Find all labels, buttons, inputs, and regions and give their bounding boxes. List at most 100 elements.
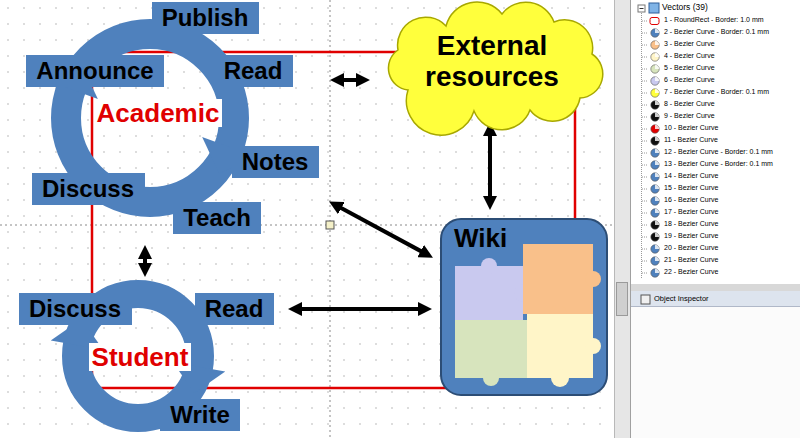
guide-handle <box>326 221 334 229</box>
panel-splitter <box>631 284 800 291</box>
tree-branch <box>642 21 648 22</box>
layer-icon-slice <box>655 125 659 129</box>
layer-icon-slice <box>655 245 659 249</box>
layer-icon <box>651 89 659 97</box>
layer-icon-slice <box>655 185 659 189</box>
process-box: Discuss <box>19 293 132 325</box>
layer-icon-slice <box>655 209 659 213</box>
layer-row: 15 - Bezier Curve <box>664 184 718 192</box>
wiki-outline <box>441 219 607 395</box>
layer-row: 16 - Bezier Curve <box>664 196 718 204</box>
layer-icon <box>651 185 659 193</box>
puzzle-body <box>523 244 593 314</box>
layer-icon-slice <box>655 41 659 45</box>
layer-row: 9 - Bezier Curve <box>664 112 715 120</box>
layer-icon-slice <box>655 221 659 225</box>
tree-branch <box>642 45 648 46</box>
tree-branch <box>642 93 648 94</box>
layer-row: 4 - Bezier Curve <box>664 52 715 60</box>
layer-icon-slice <box>655 269 659 273</box>
node-text: Discuss <box>42 175 134 203</box>
puzzle-body <box>455 266 523 320</box>
tree-branch <box>642 105 648 106</box>
tree-branch <box>642 33 648 34</box>
puzzle-piece <box>455 320 536 386</box>
tree-branch <box>642 141 648 142</box>
layer-icon-slice <box>655 89 659 93</box>
process-box: Teach <box>173 202 261 234</box>
double-arrow <box>296 307 424 311</box>
tree-branch <box>642 117 648 118</box>
tree-branch <box>642 129 648 130</box>
grid <box>0 0 614 438</box>
layer-icon <box>651 221 659 229</box>
layer-row: 8 - Bezier Curve <box>664 100 715 108</box>
layer-icon-slice <box>655 137 659 141</box>
layer-row: 1 - RoundRect - Border: 1.0 mm <box>664 16 764 24</box>
tree-branch <box>642 237 648 238</box>
layer-row: 21 - Bezier Curve <box>664 256 718 264</box>
cycle-group: AcademicPublishAnnounceReadNotesDiscussT… <box>30 0 322 237</box>
tree-branch <box>642 213 648 214</box>
tree-branch <box>642 261 648 262</box>
wiki-box: Wiki <box>440 218 608 396</box>
layer-icon-slice <box>655 149 659 153</box>
layer-icon <box>651 41 659 49</box>
layer-icon-slice <box>655 29 659 33</box>
cloud-outline <box>388 2 602 135</box>
tree-toggle <box>638 5 645 12</box>
tree-branch <box>642 57 648 58</box>
layer-icon <box>651 65 659 73</box>
node-text: Notes <box>242 148 309 176</box>
node-text: Write <box>170 401 230 429</box>
process-box: Read <box>195 293 274 325</box>
process-box: Read <box>214 55 293 87</box>
puzzle-knob <box>481 258 497 274</box>
layer-icon-slice <box>655 101 659 105</box>
panel-title: Vectors (39) <box>662 2 708 12</box>
layer-row: 10 - Bezier Curve <box>664 124 718 132</box>
process-box: Announce <box>26 55 164 87</box>
layer-icon-slice <box>655 53 659 57</box>
panel-title: Object Inspector <box>654 294 709 303</box>
inspector-icon <box>641 295 650 304</box>
tree-toggle-mark <box>640 8 644 9</box>
puzzle-knob <box>483 370 499 386</box>
layer-icon <box>651 245 659 253</box>
layer-icon <box>651 233 659 241</box>
tree-branch <box>642 177 648 178</box>
layer-icon <box>649 3 659 13</box>
double-arrow <box>488 130 492 202</box>
tree-branch <box>642 153 648 154</box>
layer-row: 2 - Bezier Curve - Border: 0.1 mm <box>664 28 769 36</box>
puzzle-piece <box>523 244 601 323</box>
double-arrow <box>143 253 147 269</box>
layer-icon-slice <box>655 197 659 201</box>
node-text: Discuss <box>29 295 121 323</box>
cycle-label: Student <box>89 343 192 372</box>
canvas-background <box>0 0 614 438</box>
layer-row: 6 - Bezier Curve <box>664 76 715 84</box>
layer-row: 14 - Bezier Curve <box>664 172 718 180</box>
double-arrow <box>336 205 426 254</box>
inspector-area <box>631 307 800 438</box>
layer-row: 7 - Bezier Curve - Border: 0.1 mm <box>664 88 769 96</box>
tree-branch <box>642 273 648 274</box>
process-box: Publish <box>152 2 259 34</box>
layer-icon <box>651 173 659 181</box>
layer-icon <box>651 29 659 37</box>
node-text: External resources <box>417 31 567 93</box>
tree-branch <box>642 189 648 190</box>
layer-icon <box>651 269 659 277</box>
process-box: Write <box>160 399 240 431</box>
layer-icon <box>650 18 659 25</box>
node-text: Teach <box>183 204 251 232</box>
layer-row: 19 - Bezier Curve <box>664 232 718 240</box>
node-text: Read <box>205 295 264 323</box>
layer-icon-slice <box>655 233 659 237</box>
layer-icon <box>651 149 659 157</box>
puzzle-piece <box>527 314 601 387</box>
layer-icon <box>651 113 659 121</box>
layer-row: 22 - Bezier Curve <box>664 268 718 276</box>
node-text: Wiki <box>454 224 507 253</box>
